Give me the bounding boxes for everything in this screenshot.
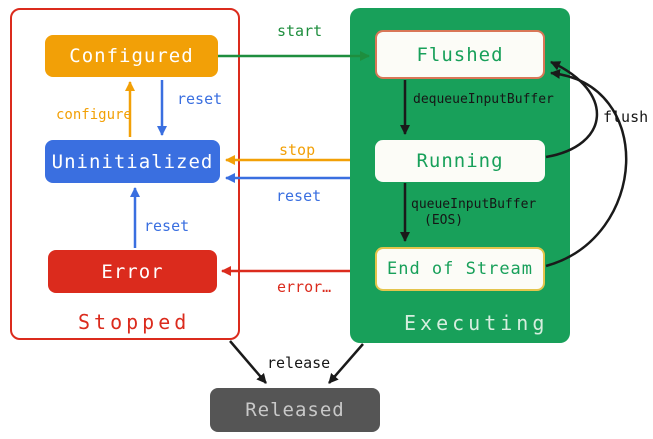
transition-reset-from-executing-label: reset	[276, 187, 322, 205]
transition-reset-from-error-label: reset	[144, 217, 190, 235]
transition-reset-from-configured-label: reset	[177, 90, 223, 108]
transition-start-label: start	[277, 22, 323, 40]
state-uninitialized-label: Uninitialized	[51, 150, 214, 173]
transition-queue-input-buffer-eos-label: (EOS)	[424, 213, 464, 228]
state-end-of-stream: End of Stream	[375, 247, 545, 291]
state-flushed: Flushed	[375, 30, 545, 79]
state-error-label: Error	[101, 260, 164, 283]
transition-stop-label: stop	[279, 141, 316, 159]
state-flushed-label: Flushed	[416, 43, 504, 66]
state-released-label: Released	[245, 399, 345, 421]
group-stopped-label: Stopped	[78, 310, 191, 334]
arrow-release-from-executing	[328, 343, 364, 384]
transition-flush-label: flush	[603, 108, 649, 126]
transition-queue-input-buffer-label: queueInputBuffer	[411, 197, 537, 212]
state-released: Released	[210, 388, 380, 432]
state-running-label: Running	[416, 150, 504, 172]
state-running: Running	[375, 140, 545, 182]
transition-dequeue-input-buffer-label: dequeueInputBuffer	[413, 92, 554, 107]
transition-error-label: error…	[277, 278, 332, 296]
state-end-of-stream-label: End of Stream	[386, 259, 534, 279]
state-configured: Configured	[45, 35, 218, 77]
group-executing-label: Executing	[404, 311, 549, 335]
state-error: Error	[48, 250, 217, 293]
state-uninitialized: Uninitialized	[45, 140, 220, 183]
transition-configure-label: configure	[56, 107, 132, 123]
arrow-release-from-stopped	[229, 340, 267, 384]
transition-release-label: release	[267, 354, 331, 372]
state-configured-label: Configured	[69, 45, 194, 67]
